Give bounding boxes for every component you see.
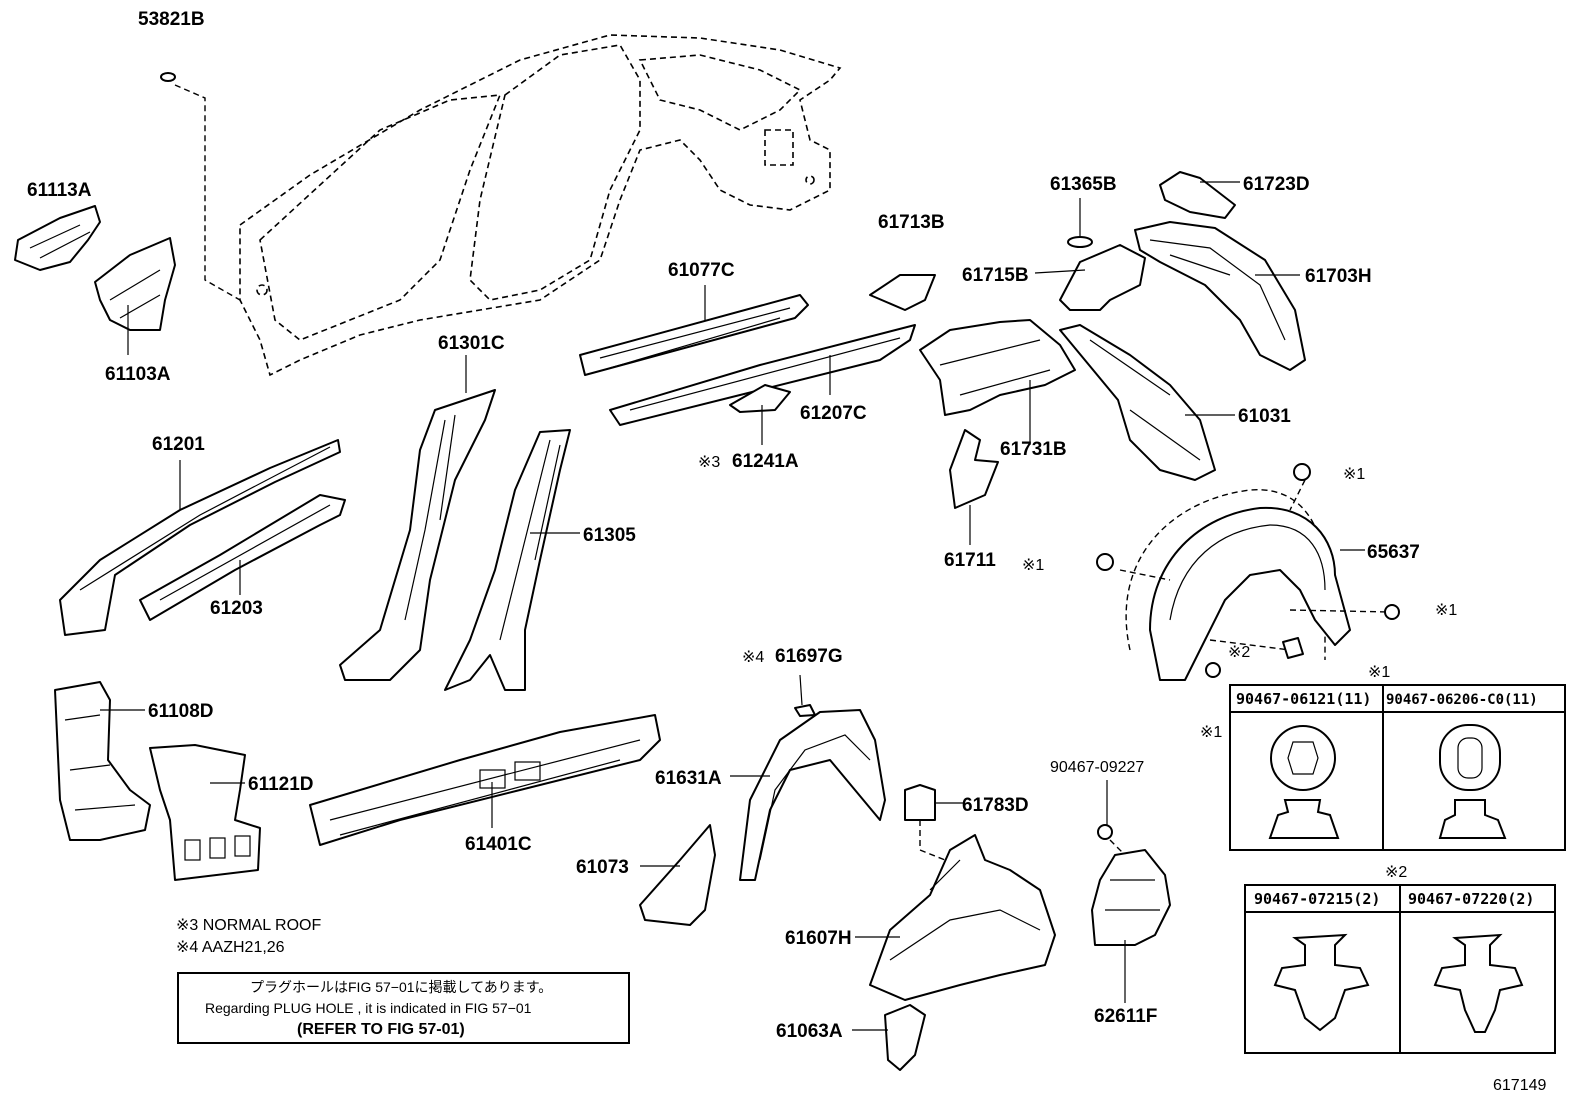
part-61783D-shape [904, 784, 936, 821]
part-61031-shape [1059, 324, 1216, 481]
part-61305-shape [444, 429, 571, 691]
note-plug-en: Regarding PLUG HOLE , it is indicated in… [205, 1000, 532, 1016]
part-61731B-shape [919, 319, 1076, 416]
label-53821B: 53821B [138, 9, 205, 30]
label-61731B: 61731B [1000, 439, 1067, 460]
side-panel-ghost [239, 34, 842, 377]
label-61201: 61201 [152, 434, 205, 455]
label-61063A: 61063A [776, 1021, 843, 1042]
label-61121D: 61121D [248, 774, 314, 795]
part-61711-shape [949, 429, 999, 509]
mark-2-a: ※2 [1228, 644, 1250, 661]
part-61203-shape [139, 494, 346, 621]
note-normal-roof: ※3 NORMAL ROOF [176, 917, 322, 934]
part-61201-shape [59, 439, 341, 636]
part-61301C-shape [339, 389, 496, 681]
label-61305: 61305 [583, 525, 636, 546]
part-61697G-shape [794, 704, 816, 717]
label-61301C: 61301C [438, 333, 505, 354]
part-61715B-shape [1059, 244, 1146, 311]
label-61103A: 61103A [105, 364, 171, 385]
part-90467-09227-shape [1097, 824, 1113, 840]
part-61103A-shape [94, 237, 176, 331]
part-53821B-shape [160, 72, 176, 82]
mark-1-c: ※1 [1435, 602, 1457, 619]
label-61031: 61031 [1238, 406, 1291, 427]
label-61073: 61073 [576, 857, 629, 878]
part-61113A-shape [14, 205, 101, 271]
note-refer: (REFER TO FIG 57-01) [297, 1021, 465, 1038]
part-61723D-shape [1159, 171, 1236, 219]
label-61711: 61711 [944, 550, 996, 571]
note-plug-jp: プラグホールはFIG 57−01に掲載してあります。 [250, 979, 552, 995]
part-62611F-shape [1091, 849, 1171, 946]
part-65637-shape [1149, 506, 1351, 681]
label-61207C: 61207C [800, 403, 867, 424]
label-61401C: 61401C [465, 834, 532, 855]
part-61713B-shape [869, 274, 936, 311]
part-61077C-shape [579, 294, 809, 376]
mark-1-d: ※1 [1200, 724, 1222, 741]
part-61121D-shape [149, 744, 261, 881]
mark-1-b: ※1 [1022, 557, 1044, 574]
clip-table-1-col-2: 90467-06206-C0(11) [1386, 692, 1538, 708]
clip-table-2-mark: ※2 [1385, 864, 1407, 881]
part-61365B-shape [1067, 236, 1093, 248]
part-61631A-shape [739, 709, 886, 881]
label-61697G: 61697G [775, 646, 843, 667]
label-90467-09227: 90467-09227 [1050, 759, 1144, 776]
label-61203: 61203 [210, 598, 263, 619]
label-61715B: 61715B [962, 265, 1029, 286]
label-61077C: 61077C [668, 260, 735, 281]
label-61703H: 61703H [1305, 266, 1372, 287]
label-61365B: 61365B [1050, 174, 1117, 195]
clip-table-2 [1244, 884, 1556, 1054]
label-61783D: 61783D [962, 795, 1029, 816]
label-61723D: 61723D [1243, 174, 1310, 195]
label-61241A: 61241A [732, 451, 799, 472]
label-65637: 65637 [1367, 542, 1420, 563]
part-61703H-shape [1134, 221, 1306, 371]
label-61113A: 61113A [27, 180, 92, 201]
part-61073-shape [639, 824, 716, 926]
mark-4: ※4 [742, 649, 764, 666]
label-61607H: 61607H [785, 928, 852, 949]
clip-table-2-col-1: 90467-07215(2) [1254, 890, 1380, 908]
note-aazh: ※4 AAZH21,26 [176, 939, 285, 956]
label-61631A: 61631A [655, 768, 722, 789]
clip-table-1-mark: ※1 [1368, 664, 1390, 681]
mark-1-a: ※1 [1343, 466, 1365, 483]
part-61063A-shape [884, 1004, 926, 1071]
part-65637-group [1096, 463, 1400, 681]
leader-53821B [174, 84, 241, 301]
part-61241A-shape [729, 384, 791, 413]
clip-table-1 [1229, 684, 1566, 851]
clip-table-1-col-1: 90467-06121(11) [1236, 690, 1371, 708]
figure-id: 617149 [1493, 1077, 1546, 1094]
label-61108D: 61108D [148, 701, 214, 722]
label-62611F: 62611F [1094, 1006, 1157, 1027]
mark-3: ※3 [698, 454, 720, 471]
part-61108D-shape [54, 681, 151, 841]
label-61713B: 61713B [878, 212, 945, 233]
clip-table-2-col-2: 90467-07220(2) [1408, 890, 1534, 908]
plug-hole-note-box [177, 972, 630, 1044]
